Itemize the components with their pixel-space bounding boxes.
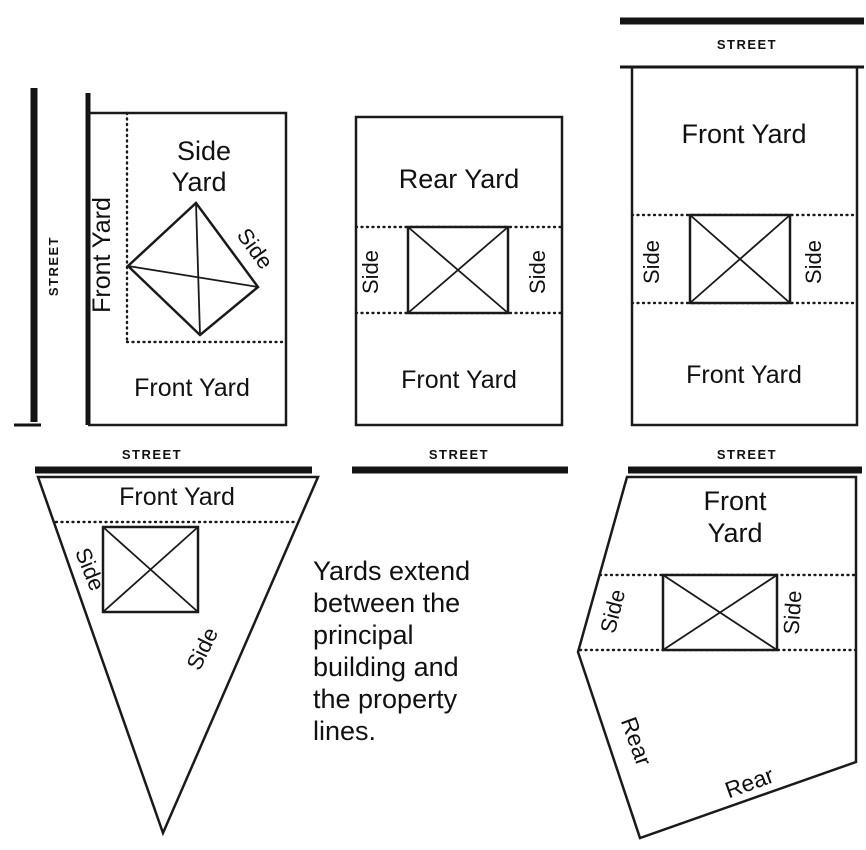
side-yard-label: Yard	[171, 167, 226, 197]
front-yard-left-label: Front Yard	[88, 197, 116, 313]
lot-boundary	[36, 475, 320, 837]
corner-lot-diagram: STREET Side Yard Front Yard Side Front Y…	[14, 88, 312, 474]
through-lot-diagram: STREET Front Yard Side Side Front Yard S…	[620, 17, 864, 474]
lot-boundary	[354, 115, 564, 427]
side-right-label: Side	[801, 240, 826, 284]
side-left-label: Side	[595, 587, 630, 636]
caption-text: Yards extend between the principal build…	[313, 556, 470, 746]
front-yard-label: Yard	[707, 518, 762, 548]
side-yard-label: Side	[177, 136, 231, 166]
lot-boundary	[630, 67, 859, 427]
lot-boundary	[88, 111, 288, 427]
side-right-label: Side	[525, 250, 550, 294]
building-diagonal	[662, 574, 778, 651]
building-diagonal	[195, 202, 201, 336]
caption-line: lines.	[313, 716, 376, 746]
rear-bottom-label: Rear	[721, 762, 777, 804]
street-left-label: STREET	[46, 236, 61, 296]
street-bottom-label: STREET	[717, 447, 777, 462]
front-yard-label: Front Yard	[119, 483, 235, 511]
irregular-lot-diagram: Front Yard Side Side Rear Rear	[576, 475, 858, 840]
street-bottom-label: STREET	[122, 447, 182, 462]
interior-lot-diagram: Rear Yard Side Side Front Yard STREET	[352, 115, 568, 474]
building-diagonal	[689, 214, 791, 304]
front-yard-bottom-label: Front Yard	[134, 374, 250, 402]
side-right-label: Side	[779, 590, 807, 636]
side-right-label: Side	[181, 623, 223, 674]
front-yard-bottom-label: Front Yard	[686, 361, 802, 389]
front-yard-label: Front	[703, 486, 767, 516]
building-diagonal	[102, 526, 199, 613]
lot-boundary	[576, 475, 858, 840]
caption-line: principal	[313, 620, 414, 650]
caption-line: between the	[313, 588, 460, 618]
caption-line: the property	[313, 684, 458, 714]
front-yard-label: Front Yard	[401, 366, 517, 394]
rear-yard-label: Rear Yard	[399, 164, 520, 194]
street-top-label: STREET	[717, 37, 777, 52]
rear-left-label: Rear	[616, 713, 658, 769]
building-diagonal	[407, 226, 509, 314]
caption-line: building and	[313, 652, 459, 682]
street-bottom-label: STREET	[429, 447, 489, 462]
side-left-label: Side	[639, 240, 664, 284]
side-left-label: Side	[358, 250, 383, 294]
building-diagonal	[127, 265, 259, 288]
caption-line: Yards extend	[313, 556, 470, 586]
front-yard-top-label: Front Yard	[681, 119, 806, 149]
triangle-lot-diagram: Front Yard Side Side	[36, 475, 320, 837]
